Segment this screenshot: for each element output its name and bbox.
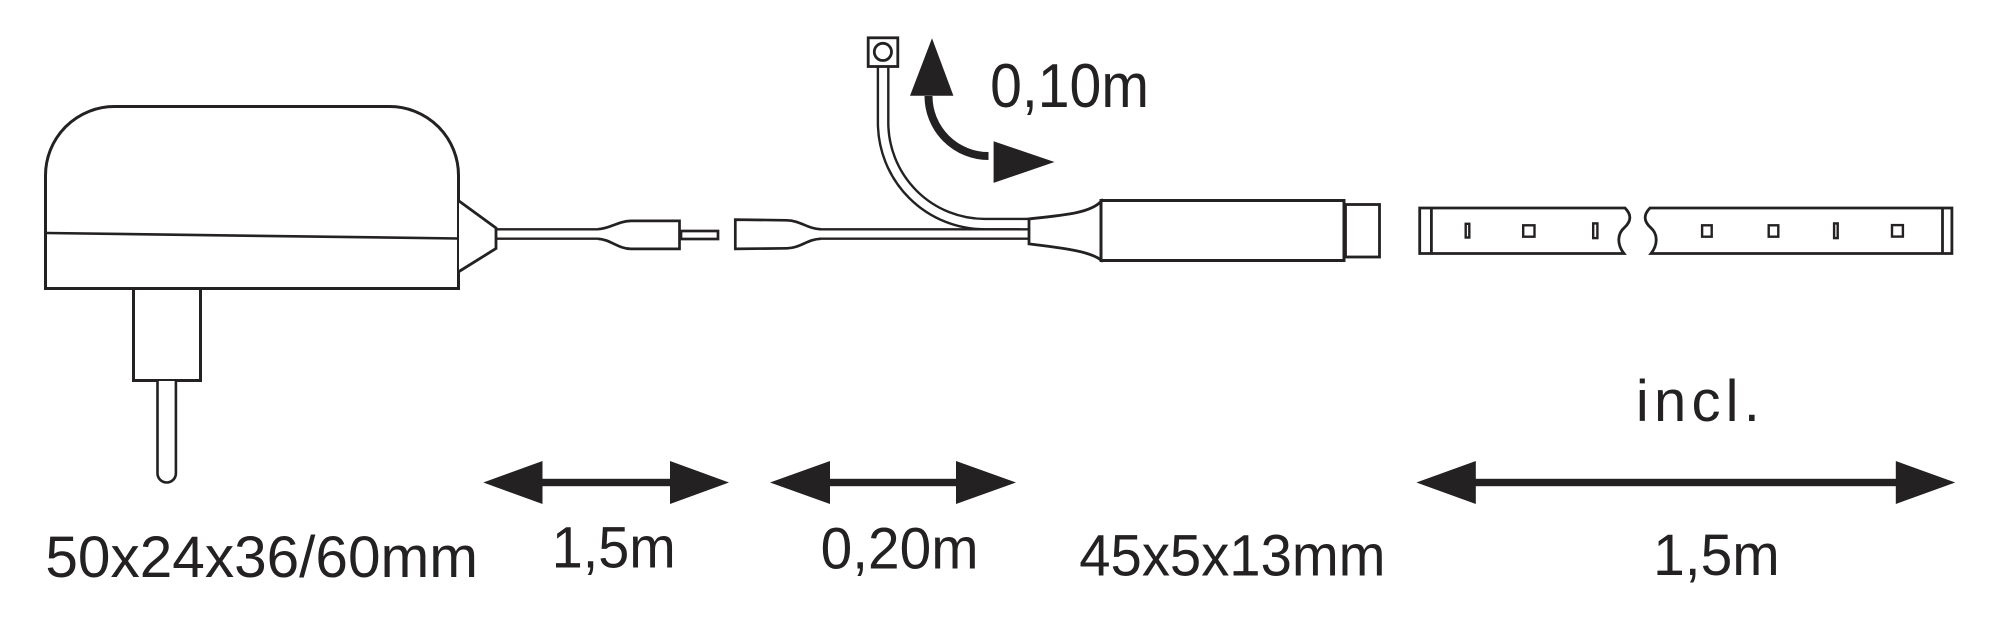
svg-text:1,5m: 1,5m [552, 515, 676, 581]
svg-text:0,10m: 0,10m [990, 51, 1149, 121]
svg-text:45x5x13mm: 45x5x13mm [1079, 524, 1385, 589]
svg-text:1,5m: 1,5m [1653, 523, 1780, 588]
svg-text:50x24x36/60mm: 50x24x36/60mm [45, 525, 478, 590]
svg-text:incl.: incl. [1636, 369, 1765, 434]
svg-text:0,20m: 0,20m [821, 517, 979, 582]
